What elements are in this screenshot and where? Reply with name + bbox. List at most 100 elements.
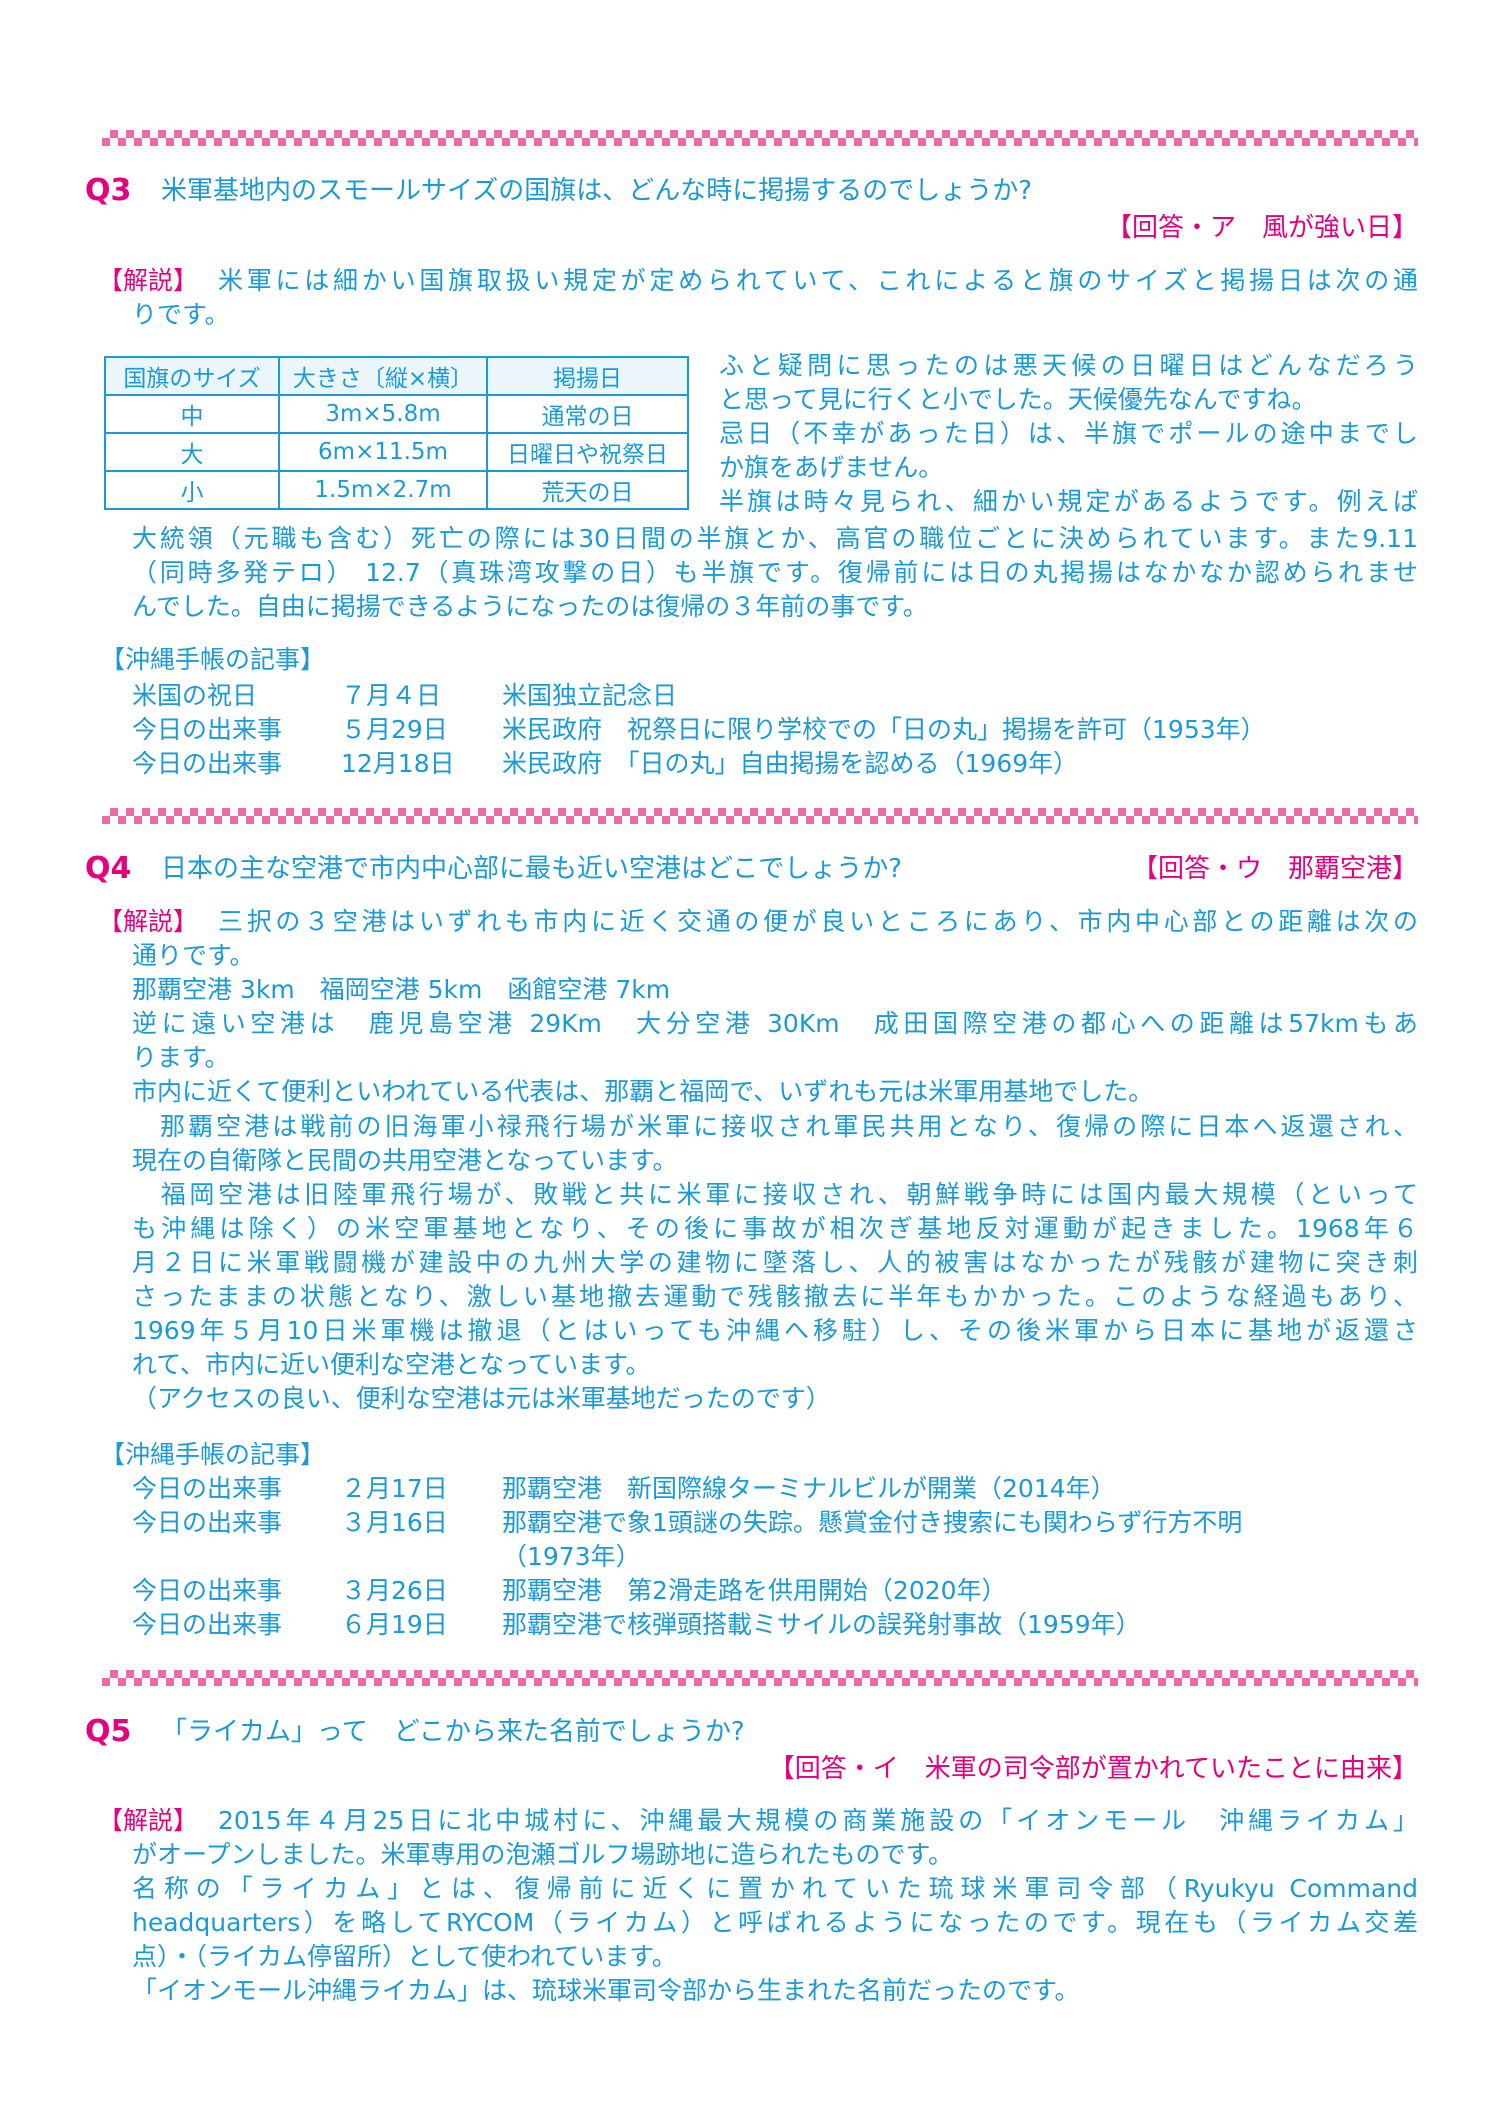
table-cell: 通常の日 bbox=[486, 394, 689, 434]
text-line: と思って見に行くと小でした。天候優先なんですね。 bbox=[719, 385, 1317, 415]
explanation-text: 2015年４月25日に北中城村に、沖縄最大規模の商業施設の「イオンモール 沖縄ラ… bbox=[132, 1804, 1418, 2009]
answer-text: 【回答・ウ 那覇空港】 bbox=[1131, 854, 1418, 884]
notebook-entry: 今日の出来事 ３月16日 那覇空港で象1頭謎の失踪。懸賞金付き捜索にも関わらず行方不… bbox=[132, 1506, 1418, 1540]
text-line: ふと疑問に思ったのは悪天候の日曜日はどんなだろう bbox=[719, 351, 1418, 380]
table-cell: 中 bbox=[104, 394, 280, 434]
checker-divider bbox=[102, 1670, 1418, 1686]
text-line: 半旗は時々見られ、細かい規定があるようです。例えば bbox=[719, 487, 1418, 517]
table-cell: 小 bbox=[104, 470, 280, 510]
notebook-entry: 今日の出来事 ５月29日 米民政府 祝祭日に限り学校での「日の丸」掲揚を許可（195… bbox=[132, 713, 1418, 747]
side-text: ふと疑問に思ったのは悪天候の日曜日はどんなだろうと思って見に行くと小でした。天候… bbox=[719, 349, 1418, 519]
notebook-date: ３月16日 bbox=[341, 1508, 448, 1538]
text-line: 那覇空港は戦前の旧海軍小禄飛行場が米軍に接収され軍民共用となり、復帰の際に日本へ… bbox=[132, 1111, 1418, 1141]
text-line: も沖縄は除く）の米空軍基地となり、その後に事故が相次ぎ基地反対運動が起きました。… bbox=[132, 1213, 1418, 1243]
table-cell: 荒天の日 bbox=[486, 470, 689, 510]
notebook-category: 今日の出来事 bbox=[132, 715, 283, 745]
text-line: 名称の「ライカム」とは、復帰前に近くに置かれていた琉球米軍司令部（Ryukyu … bbox=[132, 1874, 1418, 1904]
notebook-date: ２月17日 bbox=[341, 1474, 448, 1503]
text-line: 1969年５月10日米軍機は撤退（とはいっても沖縄へ移駐）し、その後米軍から日本… bbox=[132, 1316, 1418, 1346]
notebook-entry: 今日の出来事 ３月26日 那覇空港 第2滑走路を供用開始（2020年） bbox=[132, 1574, 1418, 1608]
notebook-category: 今日の出来事 bbox=[132, 749, 283, 779]
notebook-category: 今日の出来事 bbox=[132, 1576, 283, 1606]
text-line: 「イオンモール沖縄ライカム」は、琉球米軍司令部から生まれた名前だったのです。 bbox=[132, 1976, 1080, 2006]
text-line: 市内に近くて便利といわれている代表は、那覇と福岡で、いずれも元は米軍用基地でした… bbox=[132, 1077, 1154, 1107]
table-header: 国旗のサイズ bbox=[104, 356, 280, 396]
notebook-entry: 今日の出来事 ２月17日 那覇空港 新国際線ターミナルビルが開業（2014年） bbox=[132, 1472, 1418, 1506]
notebook-event: （1973年） bbox=[502, 1542, 641, 1572]
notebook-date: ６月19日 bbox=[341, 1610, 448, 1640]
checker-divider bbox=[102, 808, 1418, 824]
checker-divider bbox=[102, 130, 1418, 146]
notebook-heading: 【沖縄手帳の記事】 bbox=[100, 645, 326, 674]
question-text: 米軍基地内のスモールサイズの国旗は、どんな時に掲揚するのでしょうか? bbox=[161, 176, 1033, 206]
text-line: 忌日（不幸があった日）は、半旗でポールの途中までし bbox=[719, 419, 1418, 449]
notebook-list: 米国の祝日 ７月４日 米国独立記念日今日の出来事 ５月29日 米民政府 祝祭日に限り学校… bbox=[132, 679, 1418, 781]
explanation-text: 三択の３空港はいずれも市内に近く交通の便が良いところにあり、市内中心部との距離は… bbox=[132, 905, 1418, 1416]
question-text: 「ライカム」って どこから来た名前でしょうか? bbox=[161, 1717, 745, 1747]
table-cell: 大 bbox=[104, 432, 280, 472]
notebook-entry: 今日の出来事 ６月19日 那覇空港で核弾頭搭載ミサイルの誤発射事故（1959年） bbox=[132, 1608, 1418, 1642]
text-line: headquarters）を略してRYCOM（ライカム）と呼ばれるようになったの… bbox=[132, 1908, 1418, 1938]
text-line: 通りです。 bbox=[132, 941, 255, 971]
notebook-date: ７月４日 bbox=[341, 681, 442, 710]
text-line: 現在の自衛隊と民間の共用空港となっています。 bbox=[132, 1145, 678, 1175]
explanation-label: 【解説】 bbox=[98, 1806, 199, 1835]
notebook-event: 米民政府 「日の丸」自由掲揚を認める（1969年） bbox=[502, 749, 1079, 779]
table-cell: 6m×11.5m bbox=[278, 432, 488, 472]
text-line: れて、市内に近い便利な空港となっています。 bbox=[132, 1350, 651, 1380]
flag-size-table: 国旗のサイズ 大きさ〔縦×横〕 掲揚日 中 3m×5.8m 通常の日 大 6m×… bbox=[104, 356, 689, 510]
notebook-category: 今日の出来事 bbox=[132, 1474, 283, 1503]
question-number: Q3 bbox=[85, 173, 132, 208]
question-number: Q5 bbox=[85, 1714, 132, 1749]
notebook-event: 那覇空港で象1頭謎の失踪。懸賞金付き捜索にも関わらず行方不明 bbox=[502, 1508, 1243, 1538]
notebook-category: 今日の出来事 bbox=[132, 1508, 283, 1538]
text-line: りです。 bbox=[132, 300, 230, 330]
text-line: 米軍には細かい国旗取扱い規定が定められていて、これによると旗のサイズと掲揚日は次… bbox=[218, 266, 1418, 295]
notebook-event: 那覇空港 第2滑走路を供用開始（2020年） bbox=[502, 1576, 1007, 1606]
table-cell: 1.5m×2.7m bbox=[278, 470, 488, 510]
table-header: 大きさ〔縦×横〕 bbox=[278, 356, 488, 396]
notebook-category: 米国の祝日 bbox=[132, 681, 258, 710]
text-line: んでした。自由に掲揚できるようになったのは復帰の３年前の事です。 bbox=[132, 592, 928, 622]
text-line: さったままの状態となり、激しい基地撤去運動で残骸撤去に半年もかかった。このような… bbox=[132, 1282, 1418, 1312]
table-row: 小 1.5m×2.7m 荒天の日 bbox=[104, 470, 689, 510]
notebook-event: 那覇空港で核弾頭搭載ミサイルの誤発射事故（1959年） bbox=[502, 1610, 1141, 1640]
text-line: 福岡空港は旧陸軍飛行場が、敗戦と共に米軍に接収され、朝鮮戦争時には国内最大規模（… bbox=[132, 1179, 1418, 1209]
question-text: 日本の主な空港で市内中心部に最も近い空港はどこでしょうか? bbox=[161, 854, 903, 884]
text-line: 2015年４月25日に北中城村に、沖縄最大規模の商業施設の「イオンモール 沖縄ラ… bbox=[218, 1806, 1418, 1835]
notebook-entry: 米国の祝日 ７月４日 米国独立記念日 bbox=[132, 679, 1418, 713]
notebook-date: ３月26日 bbox=[341, 1576, 448, 1606]
table-header: 掲揚日 bbox=[486, 356, 689, 396]
notebook-entry: 今日の出来事 12月18日 米民政府 「日の丸」自由掲揚を認める（1969年） bbox=[132, 747, 1418, 781]
table-cell: 3m×5.8m bbox=[278, 394, 488, 434]
text-line: 点）・（ライカム停留所）として使われています。 bbox=[132, 1942, 677, 1972]
table-header-row: 国旗のサイズ 大きさ〔縦×横〕 掲揚日 bbox=[104, 356, 689, 396]
text-line: 三択の３空港はいずれも市内に近く交通の便が良いところにあり、市内中心部との距離は… bbox=[218, 907, 1418, 936]
notebook-heading: 【沖縄手帳の記事】 bbox=[100, 1440, 326, 1469]
explanation-label: 【解説】 bbox=[98, 907, 199, 936]
text-line: か旗をあげません。 bbox=[719, 453, 944, 483]
text-line: 那覇空港 3km 福岡空港 5km 函館空港 7km bbox=[132, 975, 671, 1005]
explanation-text: 米軍には細かい国旗取扱い規定が定められていて、これによると旗のサイズと掲揚日は次… bbox=[132, 264, 1418, 332]
notebook-date: ５月29日 bbox=[341, 715, 448, 745]
answer-text: 【回答・ア 風が強い日】 bbox=[1105, 213, 1418, 243]
text-line: がオープンしました。米軍専用の泡瀬ゴルフ場跡地に造られたものです。 bbox=[132, 1840, 954, 1870]
text-line: 逆に遠い空港は 鹿児島空港 29Km 大分空港 30Km 成田国際空港の都心への… bbox=[132, 1009, 1418, 1039]
table-row: 中 3m×5.8m 通常の日 bbox=[104, 394, 689, 434]
notebook-event: 米民政府 祝祭日に限り学校での「日の丸」掲揚を許可（1953年） bbox=[502, 715, 1266, 745]
question-number: Q4 bbox=[85, 851, 132, 886]
text-line: （アクセスの良い、便利な空港は元は米軍基地だったのです） bbox=[132, 1384, 831, 1414]
table-row: 大 6m×11.5m 日曜日や祝祭日 bbox=[104, 432, 689, 472]
table-cell: 日曜日や祝祭日 bbox=[486, 432, 689, 472]
text-line: （同時多発テロ） 12.7（真珠湾攻撃の日）も半旗です。復帰前には日の丸掲揚はな… bbox=[132, 558, 1418, 588]
notebook-category: 今日の出来事 bbox=[132, 1610, 283, 1640]
explanation-continued: 大統領（元職も含む）死亡の際には30日間の半旗とか、高官の職位ごとに決められてい… bbox=[132, 522, 1418, 624]
notebook-entry: （1973年） bbox=[132, 1540, 1418, 1574]
explanation-label: 【解説】 bbox=[98, 266, 199, 295]
answer-text: 【回答・イ 米軍の司令部が置かれていたことに由来】 bbox=[768, 1754, 1418, 1784]
notebook-event: 米国独立記念日 bbox=[502, 681, 678, 710]
notebook-date: 12月18日 bbox=[341, 749, 455, 779]
text-line: 月２日に米軍戦闘機が建設中の九州大学の建物に墜落し、人的被害はなかったが残骸が建… bbox=[132, 1247, 1418, 1277]
notebook-event: 那覇空港 新国際線ターミナルビルが開業（2014年） bbox=[502, 1474, 1116, 1503]
